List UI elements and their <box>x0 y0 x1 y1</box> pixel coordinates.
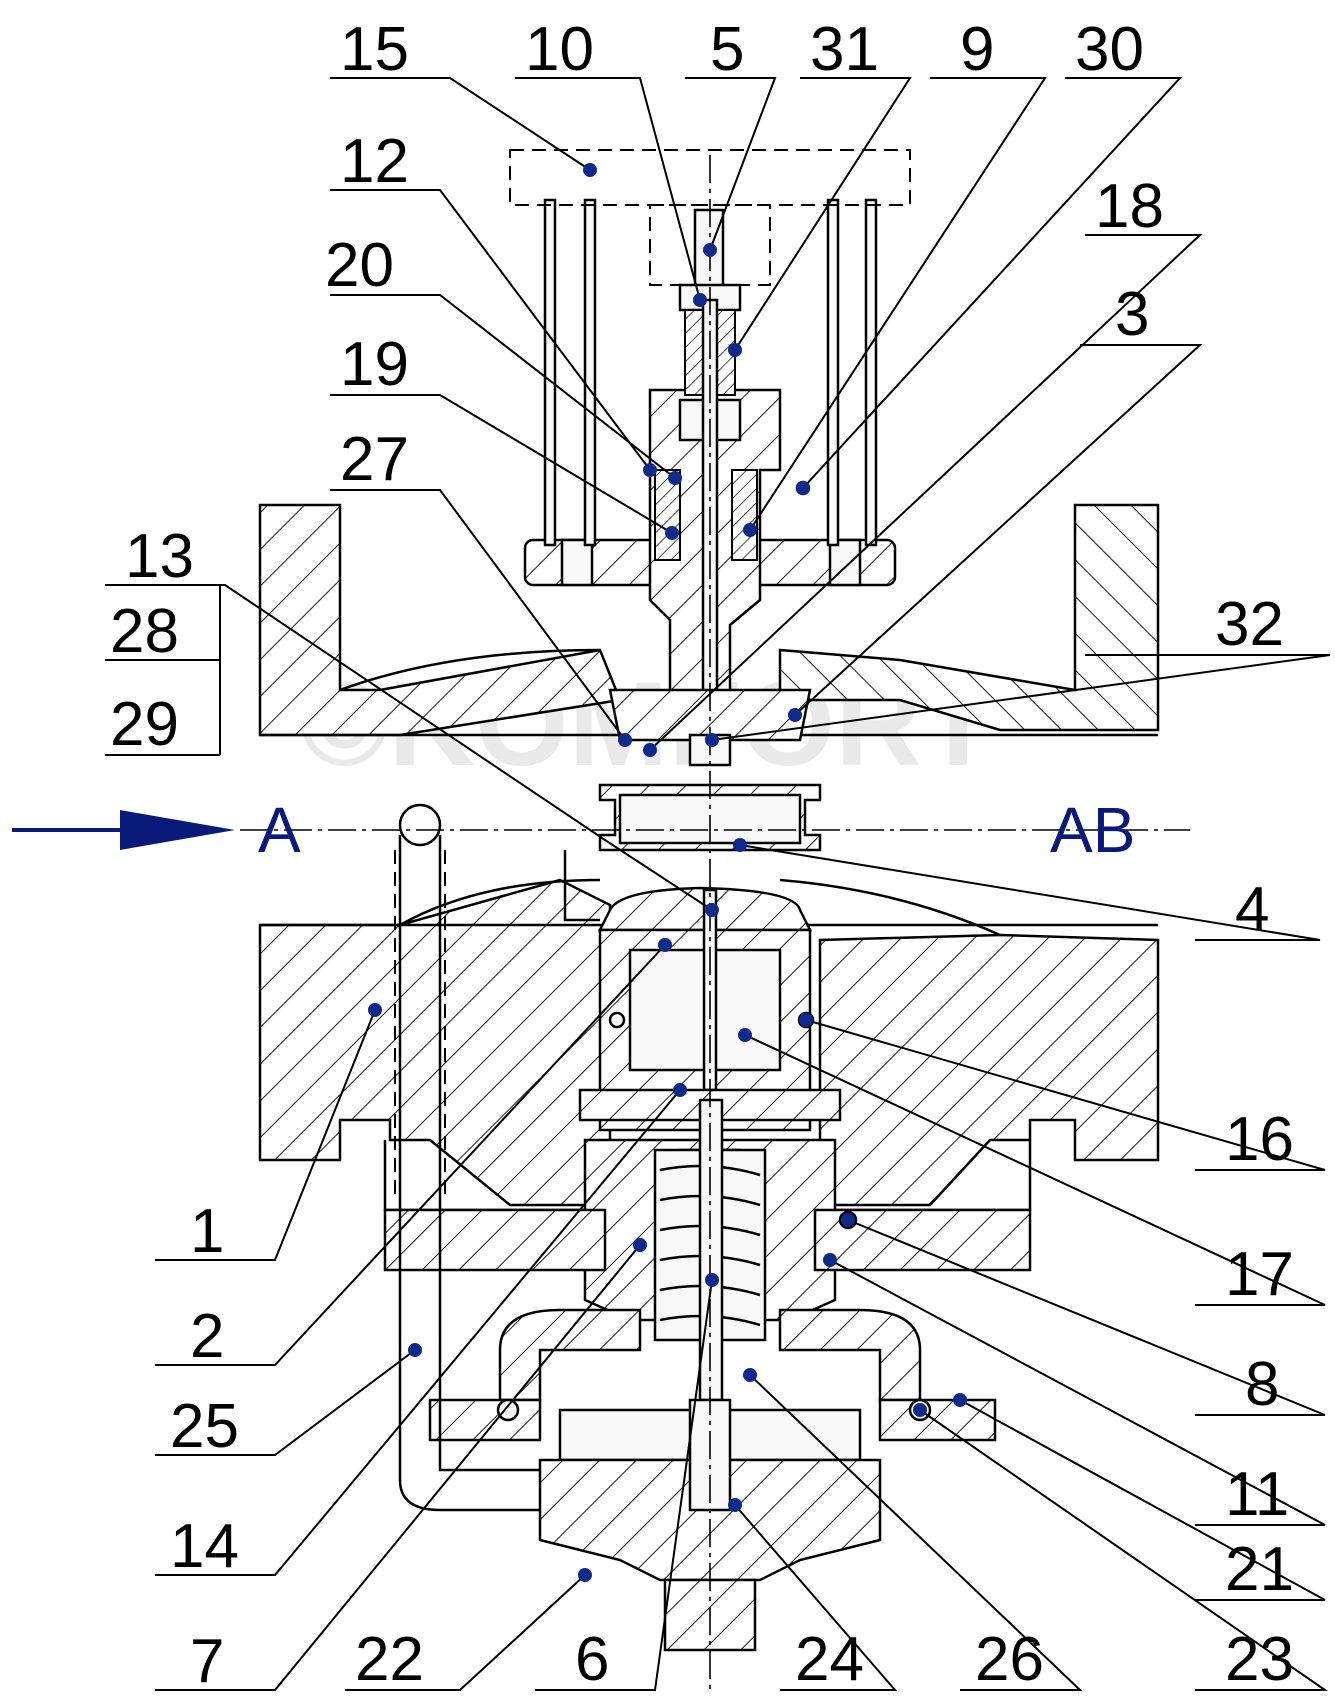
callout-19: 19 <box>340 330 409 399</box>
impulse-tube <box>394 803 540 1512</box>
spring-housing <box>383 1098 1032 1402</box>
callout-2: 2 <box>190 1302 224 1371</box>
callout-numbers-right: 18 3 32 4 16 17 8 11 21 23 <box>1095 172 1294 1694</box>
callout-23: 23 <box>1225 1625 1294 1694</box>
callout-31: 31 <box>810 15 879 84</box>
callout-15: 15 <box>340 15 409 84</box>
callout-17: 17 <box>1225 1240 1294 1309</box>
callout-12: 12 <box>340 127 409 196</box>
callout-30: 30 <box>1075 15 1144 84</box>
callout-8: 8 <box>1245 1350 1279 1419</box>
callout-10: 10 <box>525 15 594 84</box>
valve-body <box>258 503 1160 1212</box>
callout-numbers-bottom: 22 6 24 26 <box>355 1625 1044 1694</box>
lower-plug <box>578 886 842 1132</box>
callout-numbers-top: 10 5 31 9 30 <box>525 15 1144 84</box>
callout-3: 3 <box>1115 280 1149 349</box>
callout-numbers-left: 15 12 20 19 27 13 28 29 1 2 25 14 7 <box>110 15 409 1696</box>
callout-22: 22 <box>355 1625 424 1694</box>
callout-27: 27 <box>340 425 409 494</box>
reference-dots <box>368 163 967 1582</box>
callout-26: 26 <box>975 1625 1044 1694</box>
callout-21: 21 <box>1225 1535 1294 1604</box>
callout-28: 28 <box>110 597 179 666</box>
callout-14: 14 <box>170 1512 239 1581</box>
callout-32: 32 <box>1215 590 1284 659</box>
callout-18: 18 <box>1095 172 1164 241</box>
callout-1: 1 <box>190 1197 224 1266</box>
callout-13: 13 <box>125 522 194 591</box>
callout-24: 24 <box>795 1625 864 1694</box>
callout-11: 11 <box>1225 1460 1289 1529</box>
callout-29: 29 <box>110 690 179 759</box>
callout-7: 7 <box>190 1627 224 1696</box>
callout-5: 5 <box>710 15 744 84</box>
callout-25: 25 <box>170 1392 239 1461</box>
callout-4: 4 <box>1235 875 1269 944</box>
leader-lines <box>105 77 1331 1691</box>
callout-16: 16 <box>1225 1105 1294 1174</box>
outlet-label-ab: AB <box>1050 794 1135 866</box>
inlet-label-a: A <box>258 794 301 866</box>
callout-9: 9 <box>960 15 994 84</box>
callout-6: 6 <box>575 1625 609 1694</box>
callout-20: 20 <box>325 231 394 300</box>
flow-arrow <box>12 810 235 850</box>
